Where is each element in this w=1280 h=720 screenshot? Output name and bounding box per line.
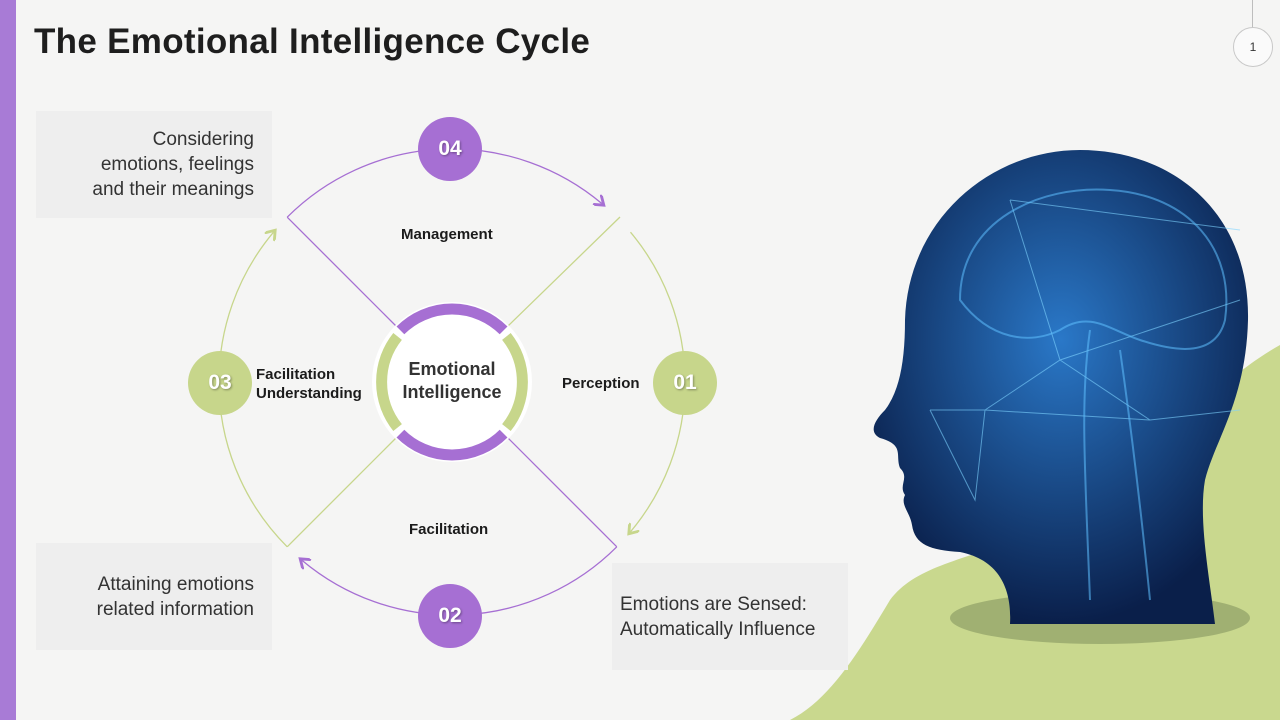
step-01-label: Perception [562, 375, 640, 392]
step-03-label: Facilitation Understanding [256, 365, 362, 403]
step-02-badge: 02 [418, 584, 482, 648]
head-image [873, 150, 1249, 624]
divider-bl [286, 436, 398, 548]
step-03-label-line2: Understanding [256, 385, 362, 402]
textbox-attaining: Attaining emotions related information [36, 543, 272, 650]
text-line: Automatically Influence [620, 619, 816, 640]
textbox-emotions-sensed: Emotions are Sensed: Automatically Influ… [612, 563, 848, 670]
center-line2: Intelligence [402, 382, 502, 402]
text-line: Emotions are Sensed: [620, 594, 807, 615]
slide-title: The Emotional Intelligence Cycle [34, 22, 591, 61]
accent-bar [0, 0, 16, 720]
brain-icon [958, 188, 1228, 601]
step-04-badge: 04 [418, 117, 482, 181]
divider-tl [286, 216, 398, 328]
page-tag-string [1252, 0, 1253, 28]
text-line: and their meanings [92, 179, 254, 200]
step-03-badge: 03 [188, 351, 252, 415]
step-04-label: Management [401, 226, 493, 243]
step-03-label-line1: Facilitation [256, 366, 336, 383]
text-line: Considering [152, 129, 254, 150]
inner-ring-left [376, 332, 402, 432]
center-label: Emotional Intelligence [382, 358, 522, 404]
step-02-label: Facilitation [409, 521, 489, 538]
text-line: related information [96, 599, 254, 620]
text-line: emotions, feelings [100, 154, 254, 175]
inner-ring-right [502, 332, 528, 432]
head-network-lines [929, 199, 1241, 502]
divider-tr [506, 216, 621, 328]
text-line: Attaining emotions [97, 574, 254, 595]
inner-ring-top [396, 303, 508, 335]
divider-br [506, 436, 618, 548]
textbox-considering: Considering emotions, feelings and their… [36, 111, 272, 218]
inner-ring-bottom [396, 429, 508, 461]
step-01-badge: 01 [653, 351, 717, 415]
page-number: 1 [1233, 27, 1273, 67]
center-line1: Emotional [408, 359, 496, 379]
